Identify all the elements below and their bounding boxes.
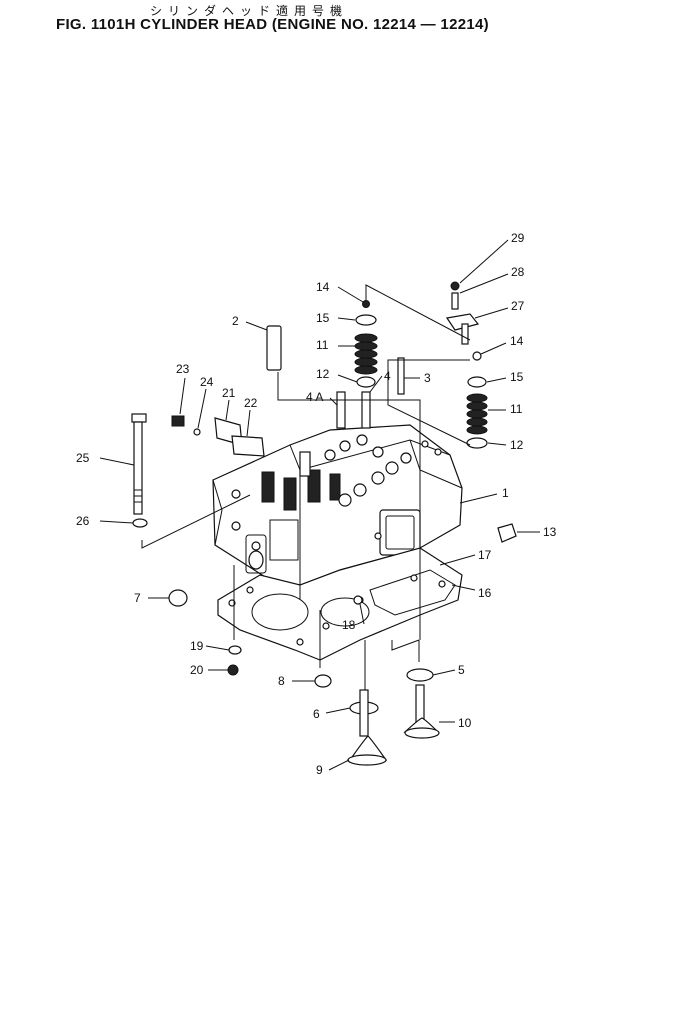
callout-12: 12 <box>510 438 524 452</box>
left-small-parts <box>131 413 517 688</box>
callout-4: 4 <box>384 369 391 383</box>
callout-15: 15 <box>510 370 524 384</box>
callout-22: 22 <box>244 396 258 410</box>
callout-labels: 29 28 27 14 15 11 12 4 3 2 4 A 14 15 11 … <box>76 231 557 777</box>
callout-10: 10 <box>458 716 472 730</box>
callout-24: 24 <box>200 375 214 389</box>
callout-8: 8 <box>278 674 285 688</box>
callout-21: 21 <box>222 386 236 400</box>
callout-25: 25 <box>76 451 90 465</box>
callout-14: 14 <box>510 334 524 348</box>
callout-4a: 4 A <box>306 390 323 404</box>
japanese-title: シリンダヘッド適用号機 <box>150 4 349 18</box>
rocker-valve-parts-right <box>445 281 488 449</box>
callout-28: 28 <box>511 265 525 279</box>
callout-18: 18 <box>342 618 356 632</box>
figure-title: FIG. 1101H CYLINDER HEAD (ENGINE NO. 122… <box>56 16 489 33</box>
valve-spring-stack-center <box>266 300 405 429</box>
valves-and-seats <box>347 640 440 766</box>
callout-11: 11 <box>510 402 523 416</box>
callout-3: 3 <box>424 371 431 385</box>
head-gasket <box>217 547 463 661</box>
callout-20: 20 <box>190 663 204 677</box>
callout-29: 29 <box>511 231 525 245</box>
callout-2: 2 <box>232 314 239 328</box>
callout-11: 11 <box>316 338 329 352</box>
callout-15: 15 <box>316 311 330 325</box>
callout-19: 19 <box>190 639 204 653</box>
callout-17: 17 <box>478 548 492 562</box>
callout-27: 27 <box>511 299 525 313</box>
callout-7: 7 <box>134 591 141 605</box>
callout-26: 26 <box>76 514 90 528</box>
leader-lines <box>99 239 540 771</box>
callout-14: 14 <box>316 280 330 294</box>
callout-13: 13 <box>543 525 557 539</box>
callout-1: 1 <box>502 486 509 500</box>
cylinder-head-body <box>212 424 463 586</box>
callout-23: 23 <box>176 362 190 376</box>
callout-12: 12 <box>316 367 330 381</box>
callout-16: 16 <box>478 586 492 600</box>
callout-5: 5 <box>458 663 465 677</box>
callout-6: 6 <box>313 707 320 721</box>
callout-9: 9 <box>316 763 323 777</box>
